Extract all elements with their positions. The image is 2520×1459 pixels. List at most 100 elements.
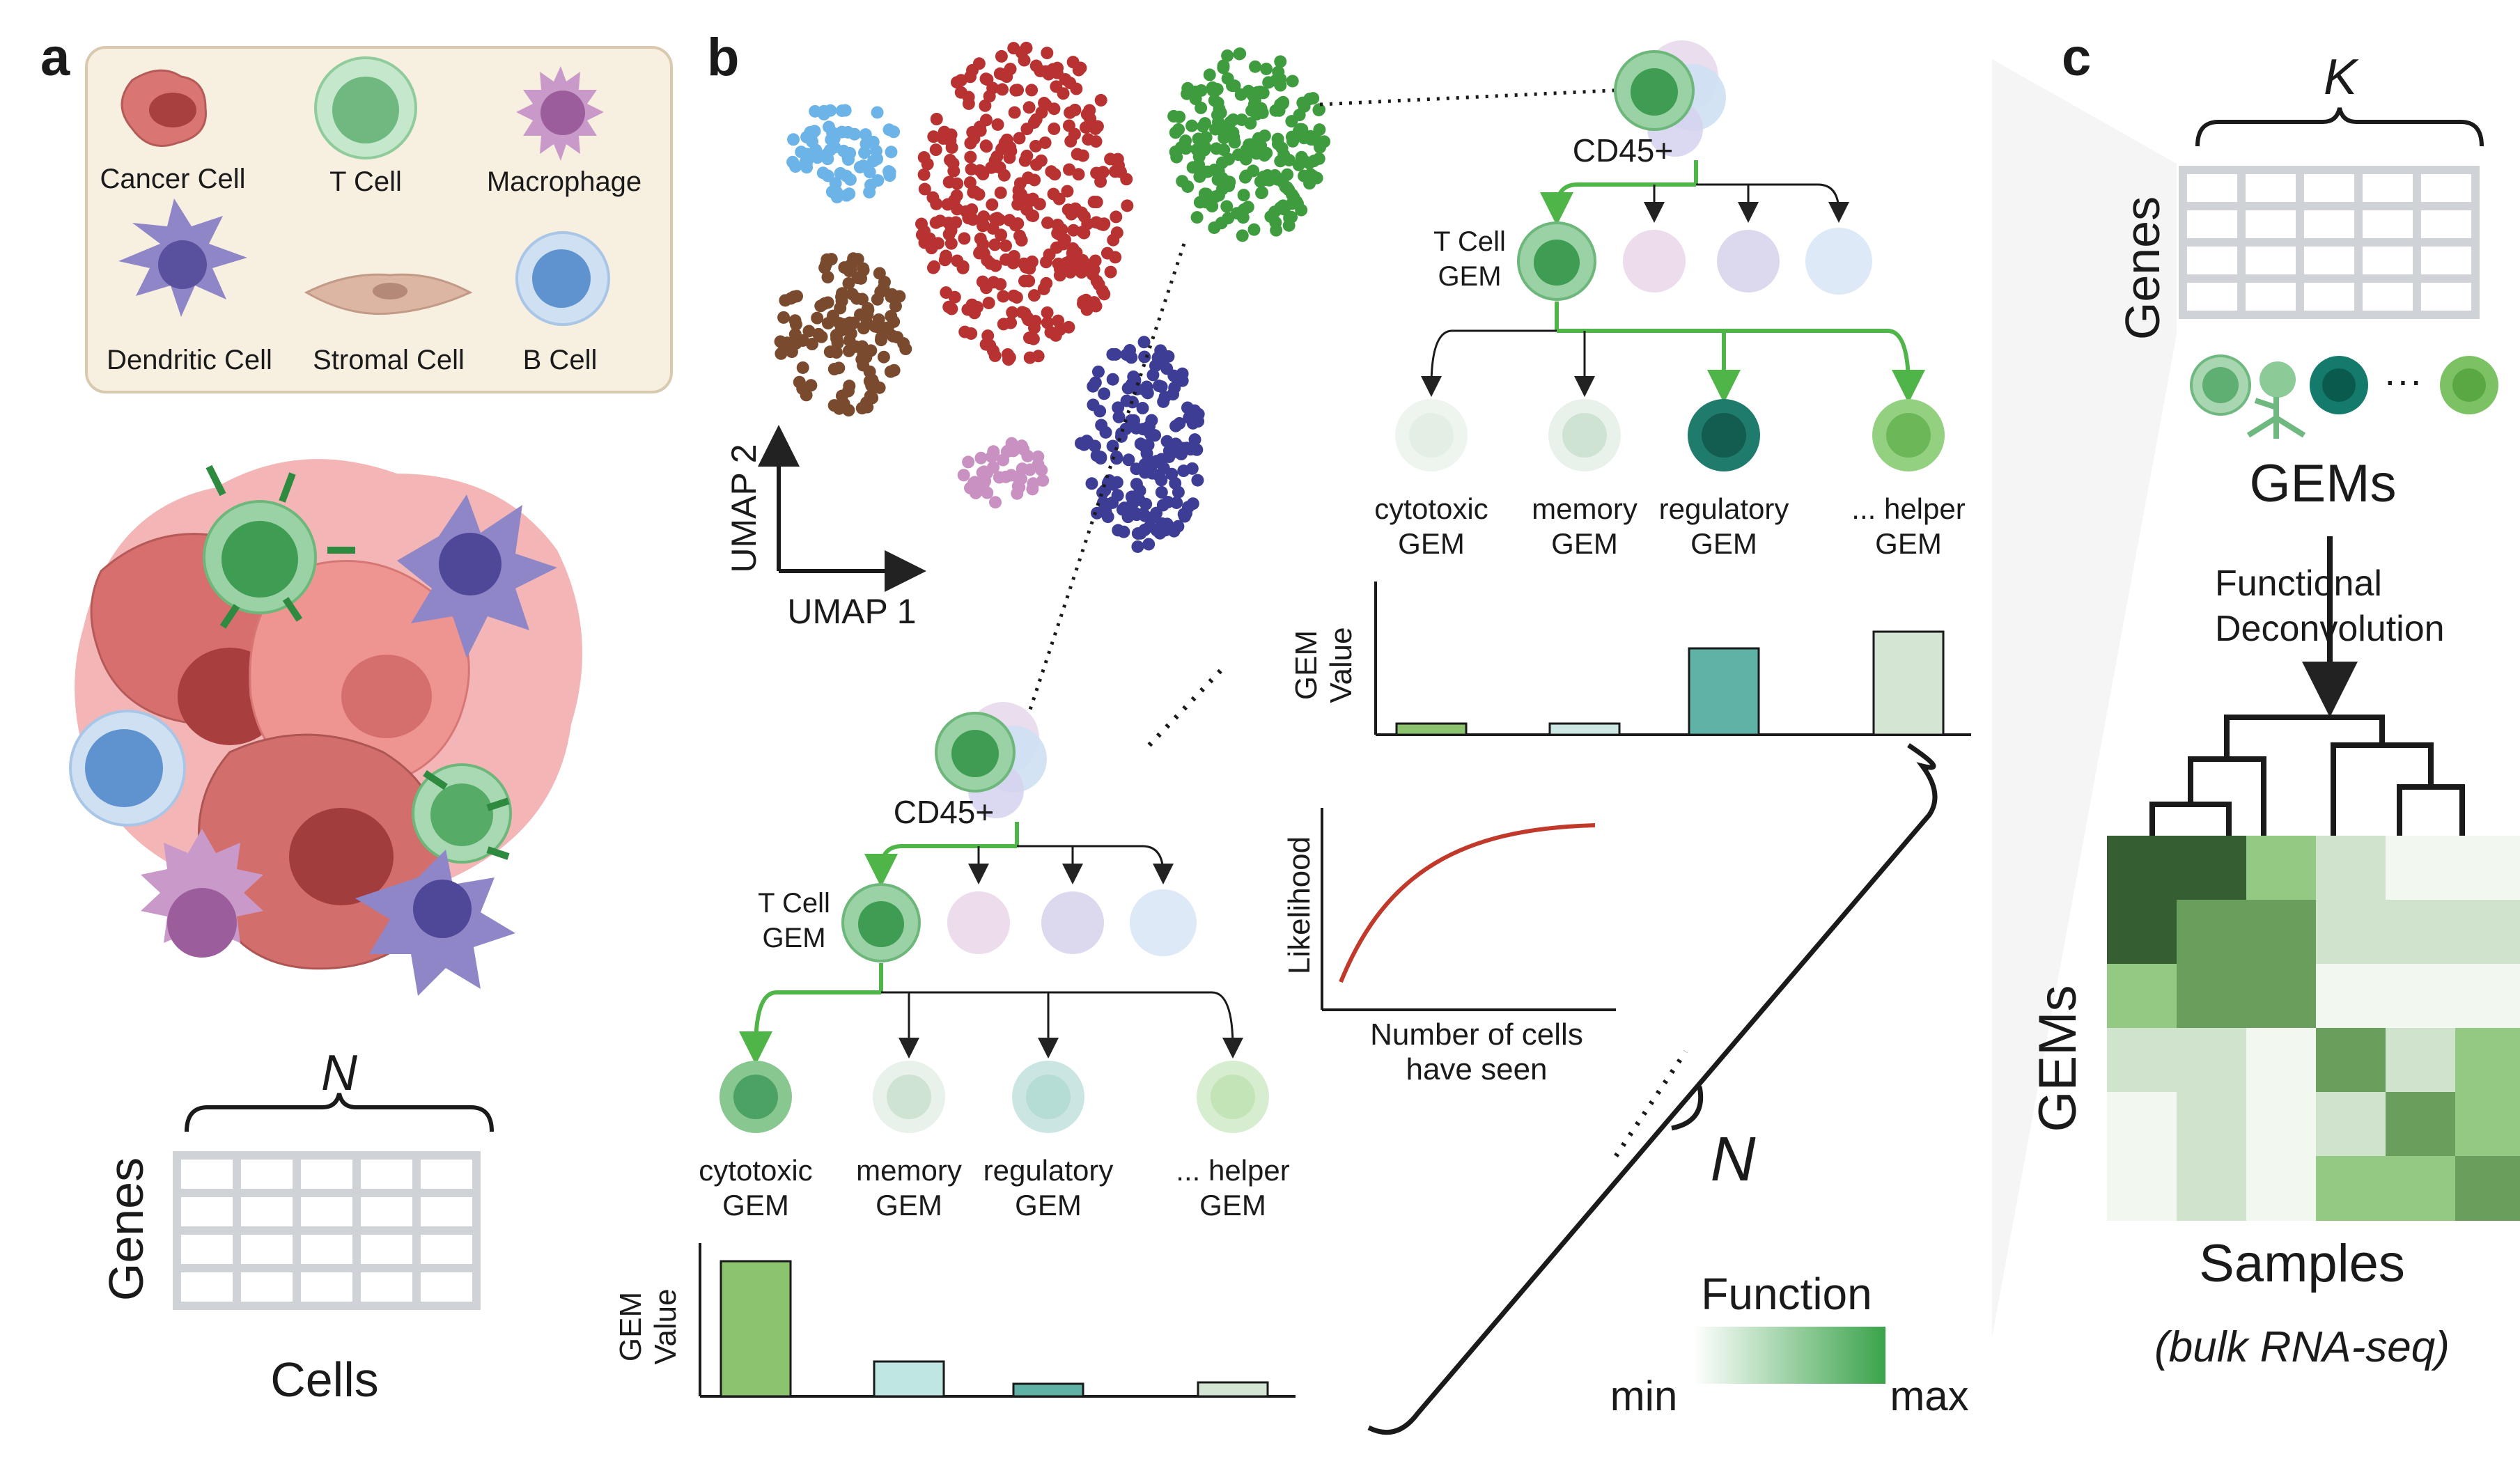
cluster-red-point [1037,282,1050,295]
heatmap-cell [2107,1092,2177,1157]
cluster-navy-point [1085,477,1098,490]
macrophage-faded-icon [1623,230,1686,292]
legend-bcell-label: B Cell [523,345,598,375]
cluster-navy-point [1169,419,1183,432]
leaf-label-line1: memory [1532,492,1638,525]
cluster-brown-point [802,325,816,338]
cluster-red-point [927,130,940,143]
cluster-lightblue-point [809,104,822,118]
matrix-c-grid [2179,166,2480,319]
cluster-red-point [944,134,957,148]
cluster-red-point [930,112,943,125]
matrix-a-cell [301,1272,352,1302]
cluster-red-point [954,74,967,87]
cluster-red-point [1098,288,1111,301]
cluster-navy-point [1143,520,1156,533]
cluster-navy-point [1179,506,1192,520]
gem-ellipsis: ··· [2383,358,2422,402]
cluster-pink-point [1000,470,1013,483]
cluster-navy-point [1122,453,1135,467]
cluster-pink-point [986,449,1000,462]
cluster-lightblue-point [804,125,817,139]
cluster-red-point [1004,144,1018,157]
zoom-wedge-c [1992,59,2177,1337]
matrix-c-cell [2187,174,2237,202]
cluster-green-point [1186,161,1199,174]
cluster-red-point [1094,93,1107,107]
cluster-red-point [964,150,977,164]
cluster-red-point [981,253,994,267]
cluster-red-point [1110,226,1123,240]
matrix-c-cell [2421,210,2471,238]
tcell-icon [314,56,417,159]
brace-n-label: N [1711,1125,1757,1194]
cluster-green-point [1214,106,1227,119]
cluster-red-point [1029,113,1043,126]
matrix-c-cell [2363,210,2413,238]
matrix-c-cell [2363,247,2413,274]
cluster-navy-point [1087,398,1100,412]
cluster-navy-point [1128,506,1142,520]
cluster-red-point [1008,106,1021,119]
cluster-red-point [1048,168,1061,181]
cluster-green-point [1208,94,1221,107]
heatmap [2107,836,2520,1221]
cluster-brown-point [877,281,890,295]
cluster-green-point [1269,74,1282,87]
cluster-navy-point [1130,421,1143,435]
tcell-gem-label-1: T Cell [758,888,830,919]
heatmap-cell [2316,964,2386,1029]
cluster-red-point [1025,84,1039,97]
cluster-brown-point [872,313,885,326]
cluster-red-point [986,221,1000,235]
matrix-a-cell [181,1235,233,1264]
cluster-green-point [1285,130,1298,143]
cluster-red-point [994,278,1007,291]
heatmap-cell [2455,1028,2520,1093]
matrix-a-grid [173,1151,481,1310]
cluster-green-point [1172,123,1185,136]
cluster-green-point [1233,47,1246,61]
cluster-green-point [1221,72,1234,85]
cluster-navy-point [1142,420,1156,433]
cluster-brown-point [832,361,846,375]
cluster-red-point [1111,153,1124,166]
cluster-red-point [1013,229,1027,242]
leaf-branch-cytotoxic [1421,329,1557,397]
cluster-red-point [979,338,993,351]
cluster-red-point [988,349,1002,362]
matrix-c-k-label: K [2324,49,2359,105]
function-scale-title: Function [1701,1269,1872,1319]
gem-bar [1688,647,1760,736]
cluster-green-point [1221,49,1234,62]
heatmap-cell [2246,1028,2317,1093]
heatmap-cell [2316,1156,2386,1221]
cluster-green-point [1237,189,1250,202]
cluster-brown-point [887,315,901,328]
heatmap-cell [2316,900,2386,965]
cluster-pink-point [969,486,982,499]
heatmap-cell [2177,836,2247,900]
branch-tcell [864,844,1017,887]
cluster-red-point [1039,136,1052,149]
cluster-brown-point [851,272,864,285]
cluster-green-point [1222,153,1236,166]
matrix-a-cell [421,1197,472,1226]
cluster-red-point [997,169,1011,182]
cluster-red-point [929,143,942,156]
matrix-c-cell [2246,247,2296,274]
cluster-red-point [1038,97,1051,110]
cluster-red-point [1067,224,1080,237]
heatmap-cell [2386,836,2456,900]
cluster-navy-point [1096,486,1110,499]
cluster-green-point [1318,135,1331,148]
cluster-green-point [1298,155,1311,168]
cluster-red-point [972,188,986,201]
memory-gem-core [887,1075,931,1119]
cluster-navy-point [1155,474,1168,487]
cluster-green-point [1258,173,1271,187]
cluster-navy-point [1112,524,1125,537]
cluster-lightblue-point [869,144,882,157]
cluster-red-point [1072,63,1085,77]
heatmap-cell [2455,836,2520,900]
